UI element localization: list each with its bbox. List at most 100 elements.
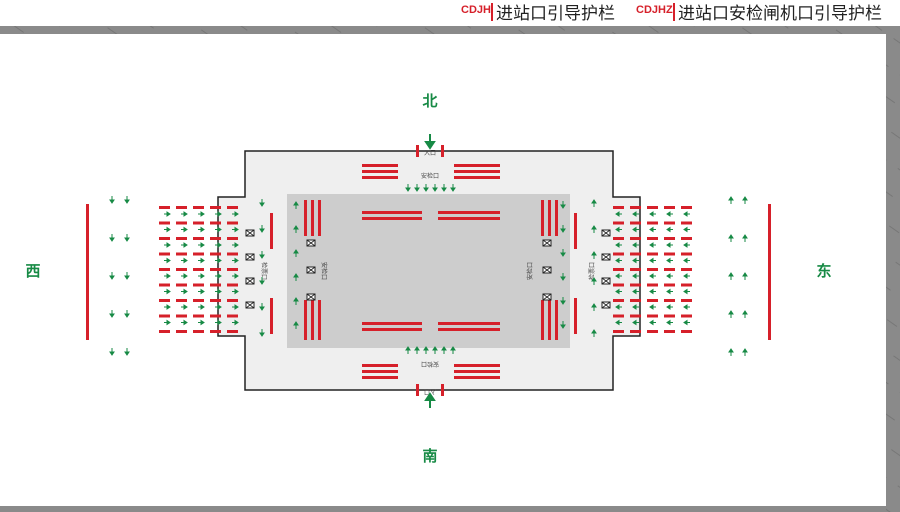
flow-arrow-icon — [742, 348, 748, 356]
gate-machine-icon — [245, 277, 255, 285]
barrier-segment — [227, 252, 238, 256]
barrier-segment — [664, 252, 675, 256]
barrier-segment — [574, 213, 577, 249]
barrier-segment — [210, 330, 221, 333]
flow-arrow-icon — [181, 257, 188, 264]
flow-arrow-icon — [683, 319, 690, 326]
barrier-segment — [613, 221, 624, 225]
barrier-segment — [664, 314, 675, 318]
flow-arrow-icon — [591, 277, 597, 285]
barrier-segment — [176, 252, 187, 256]
direction-north: 北 — [422, 92, 437, 110]
barrier-segment — [681, 252, 692, 256]
barrier-segment — [454, 164, 500, 167]
flow-arrow-icon — [683, 242, 690, 248]
gate-machine-icon — [601, 229, 611, 237]
barrier-segment — [304, 200, 307, 236]
barrier-segment — [664, 206, 675, 209]
barrier-segment — [311, 300, 314, 340]
south-entry-arrow-icon — [424, 392, 436, 408]
flow-arrow-icon — [649, 288, 656, 295]
flow-arrow-icon — [591, 329, 597, 337]
flow-arrow-icon — [450, 184, 456, 192]
barrier-segment — [681, 299, 692, 302]
flow-arrow-icon — [423, 184, 429, 192]
flow-arrow-icon — [109, 234, 115, 242]
gate-machine-icon — [306, 293, 316, 301]
flow-arrow-icon — [181, 242, 188, 248]
barrier-segment — [438, 322, 500, 325]
barrier-segment — [86, 204, 89, 340]
flow-arrow-icon — [215, 319, 222, 326]
barrier-segment — [227, 206, 238, 209]
barrier-segment — [227, 314, 238, 318]
gate-machine-icon — [245, 301, 255, 309]
flow-arrow-icon — [198, 242, 205, 248]
flow-arrow-icon — [632, 304, 639, 310]
flow-arrow-icon — [615, 257, 622, 264]
flow-arrow-icon — [683, 304, 690, 310]
flow-arrow-icon — [181, 304, 188, 310]
barrier-segment — [304, 300, 307, 340]
barrier-segment — [613, 299, 624, 302]
barrier-and-flow-marks — [86, 134, 771, 408]
flow-arrow-icon — [198, 211, 205, 217]
barrier-segment — [210, 299, 221, 302]
flow-arrow-icon — [124, 234, 130, 242]
direction-east: 东 — [816, 262, 831, 280]
barrier-segment — [159, 268, 170, 271]
flow-arrow-icon — [728, 348, 734, 356]
flow-arrow-icon — [164, 242, 171, 248]
barrier-segment — [613, 237, 624, 240]
barrier-segment — [548, 300, 551, 340]
barrier-segment — [210, 252, 221, 256]
barrier-segment — [613, 330, 624, 333]
barrier-segment — [193, 221, 204, 225]
barrier-segment — [176, 314, 187, 318]
flow-arrow-icon — [164, 319, 171, 326]
flow-arrow-icon — [232, 273, 239, 279]
flow-arrow-icon — [198, 288, 205, 295]
flow-arrow-icon — [728, 234, 734, 242]
barrier-segment — [441, 145, 444, 157]
barrier-segment — [630, 206, 641, 209]
flow-arrow-icon — [164, 273, 171, 279]
barrier-segment — [159, 237, 170, 240]
gate-machine-icon — [542, 293, 552, 301]
flow-arrow-icon — [632, 288, 639, 295]
flow-arrow-icon — [649, 242, 656, 248]
gate-label-east-inner: 安检口 — [526, 262, 534, 280]
barrier-segment — [630, 252, 641, 256]
flow-arrow-icon — [259, 225, 265, 233]
barrier-segment — [613, 268, 624, 271]
flow-arrow-icon — [666, 242, 673, 248]
barrier-segment — [176, 268, 187, 271]
barrier-segment — [362, 176, 398, 179]
barrier-segment — [210, 283, 221, 287]
frame-hatch-right — [886, 34, 900, 512]
barrier-segment — [647, 283, 658, 287]
barrier-segment — [210, 314, 221, 318]
flow-arrow-icon — [649, 257, 656, 264]
gate-machine-icon — [306, 239, 316, 247]
barrier-segment — [362, 217, 422, 220]
barrier-segment — [159, 206, 170, 209]
flow-arrow-icon — [560, 249, 566, 257]
barrier-segment — [454, 364, 500, 367]
gate-machine-icon — [245, 229, 255, 237]
barrier-segment — [613, 252, 624, 256]
barrier-segment — [193, 283, 204, 287]
flow-arrow-icon — [164, 257, 171, 264]
flow-arrow-icon — [181, 288, 188, 295]
flow-arrow-icon — [683, 288, 690, 295]
hall-inner — [287, 194, 570, 348]
flow-arrow-icon — [293, 297, 299, 305]
barrier-segment — [574, 298, 577, 334]
barrier-segment — [210, 221, 221, 225]
flow-arrow-icon — [215, 226, 222, 233]
flow-arrow-icon — [560, 225, 566, 233]
gate-machine-icon — [306, 266, 316, 274]
barrier-segment — [664, 221, 675, 225]
legend-code-2: CDJHZ — [636, 4, 673, 16]
flow-arrow-icon — [181, 273, 188, 279]
